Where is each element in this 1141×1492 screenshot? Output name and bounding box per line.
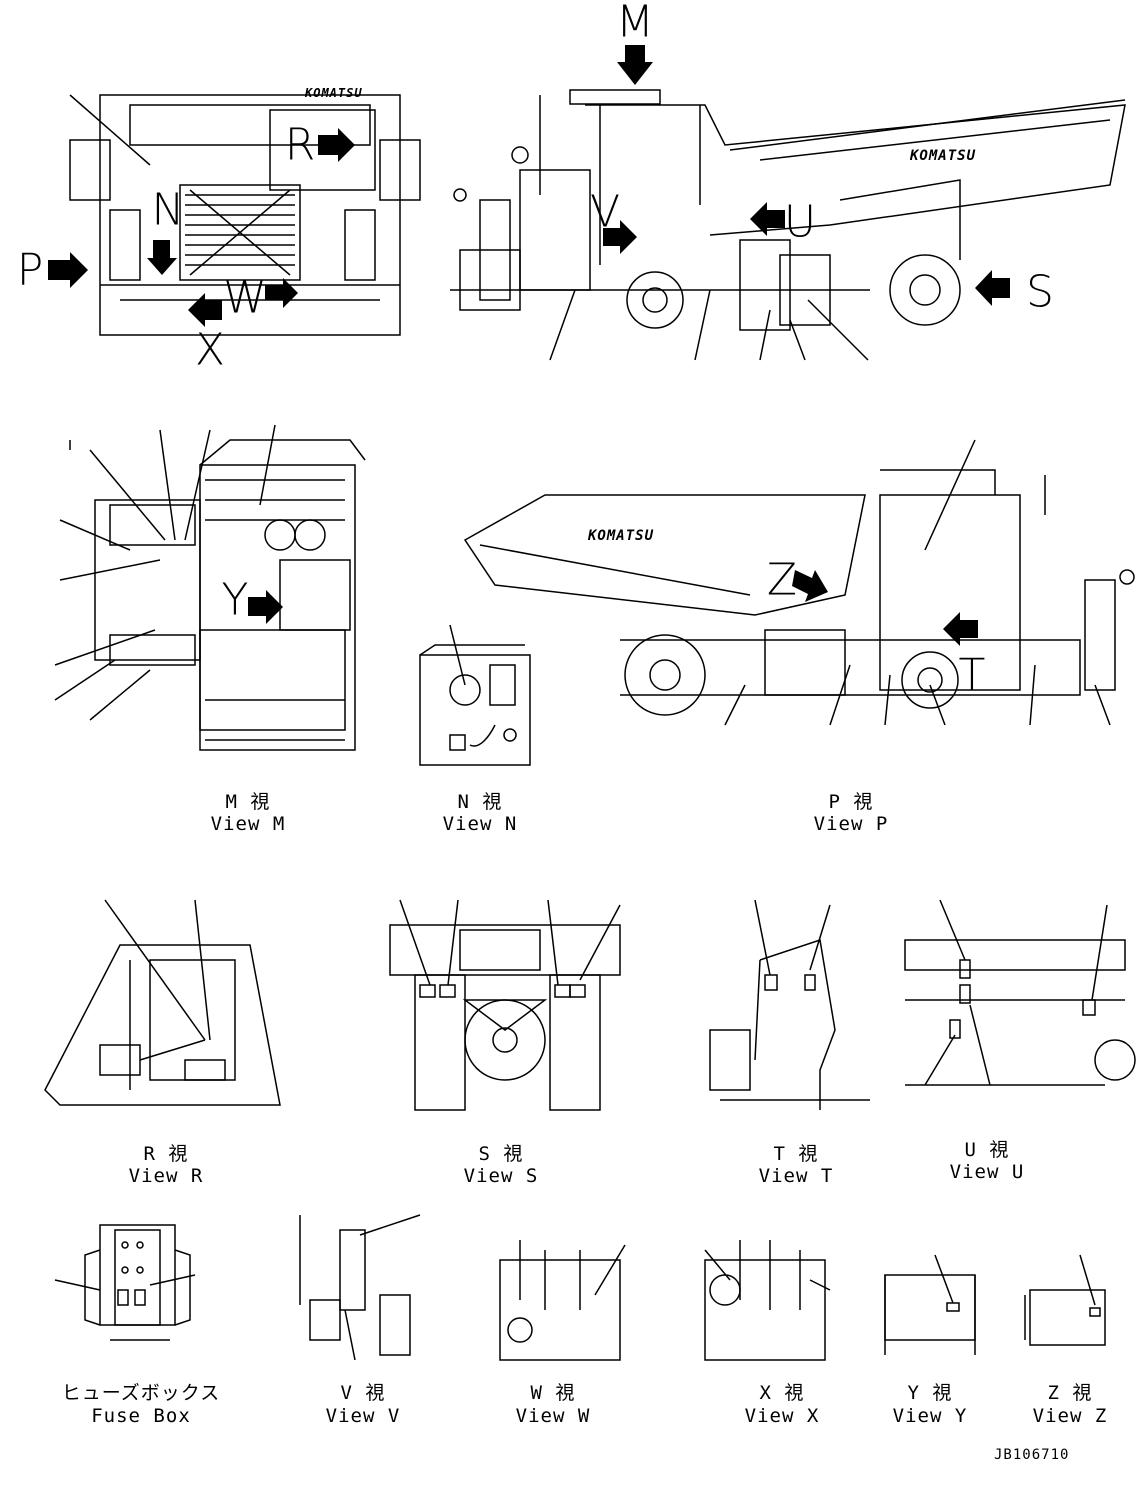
caption-jp: M 視: [225, 791, 271, 813]
drawing-code: JB106710: [994, 1447, 1070, 1463]
view-m-drawing: [54, 424, 366, 751]
caption-jp: S 視: [478, 1143, 524, 1165]
arrow-y: [248, 590, 283, 624]
letter-n: N: [151, 184, 185, 236]
arrow-w: [265, 278, 298, 308]
caption-jp: Y 視: [907, 1382, 953, 1404]
caption-en: View W: [515, 1405, 591, 1427]
view-y-drawing: [884, 1254, 976, 1355]
arrow-u: [750, 202, 785, 236]
letter-s: S: [1026, 266, 1054, 318]
caption-en: View T: [758, 1165, 834, 1187]
view-u-drawing: [904, 899, 1136, 1086]
view-p-drawing: [463, 439, 1135, 726]
caption-jp: Z 視: [1047, 1382, 1093, 1404]
caption-en: View M: [210, 813, 286, 835]
brand-logo-front: KOMATSU: [305, 86, 363, 100]
letter-w: W: [223, 272, 267, 324]
arrow-t: [943, 612, 978, 646]
caption-en: View P: [813, 813, 889, 835]
fuse-box-drawing: [54, 1224, 196, 1341]
arrow-z: [792, 570, 828, 602]
letter-r: R: [284, 119, 316, 171]
caption-en: Fuse Box: [91, 1405, 191, 1427]
letter-p: P: [16, 244, 44, 296]
front-view-drawing: [69, 94, 421, 336]
view-w-drawing: [499, 1240, 626, 1361]
caption-jp: P 視: [828, 791, 874, 813]
letter-x: X: [194, 324, 226, 376]
view-n-drawing: [419, 624, 531, 766]
letter-m: M: [616, 0, 654, 48]
caption-jp: ヒューズボックス: [61, 1382, 221, 1404]
arrow-v: [603, 220, 637, 254]
caption-jp: R 視: [143, 1143, 189, 1165]
caption-jp: U 視: [964, 1139, 1010, 1161]
caption-en: View Y: [892, 1405, 968, 1427]
letter-y: Y: [221, 574, 249, 626]
caption-en: View U: [949, 1161, 1025, 1183]
caption-en: View V: [325, 1405, 401, 1427]
arrow-r: [318, 128, 355, 162]
letter-z: Z: [766, 554, 798, 606]
arrow-p: [48, 252, 88, 288]
arrow-n: [147, 240, 177, 275]
caption-jp: X 視: [759, 1382, 805, 1404]
caption-en: View X: [744, 1405, 820, 1427]
side-view-drawing: [450, 89, 1126, 361]
caption-en: View Z: [1032, 1405, 1108, 1427]
view-v-drawing: [299, 1214, 421, 1361]
caption-en: View S: [463, 1165, 539, 1187]
arrow-m: [617, 45, 653, 85]
caption-jp: W 視: [530, 1382, 576, 1404]
letter-t: T: [958, 649, 986, 701]
brand-logo-side: KOMATSU: [910, 148, 977, 164]
view-t-drawing: [709, 899, 870, 1110]
caption-jp: N 視: [457, 791, 503, 813]
caption-jp: T 視: [773, 1143, 819, 1165]
letter-v: V: [589, 186, 621, 238]
arrow-s: [975, 270, 1010, 306]
caption-en: View R: [128, 1165, 204, 1187]
view-s-drawing: [389, 899, 621, 1111]
brand-logo-view-p: KOMATSU: [588, 528, 655, 544]
caption-en: View N: [442, 813, 518, 835]
view-x-drawing: [704, 1240, 831, 1361]
view-r-drawing: [44, 899, 281, 1106]
view-arrows: [48, 45, 1010, 646]
view-z-drawing: [1024, 1254, 1106, 1346]
letter-u: U: [783, 196, 817, 248]
arrow-x: [188, 293, 222, 327]
caption-jp: V 視: [340, 1382, 386, 1404]
